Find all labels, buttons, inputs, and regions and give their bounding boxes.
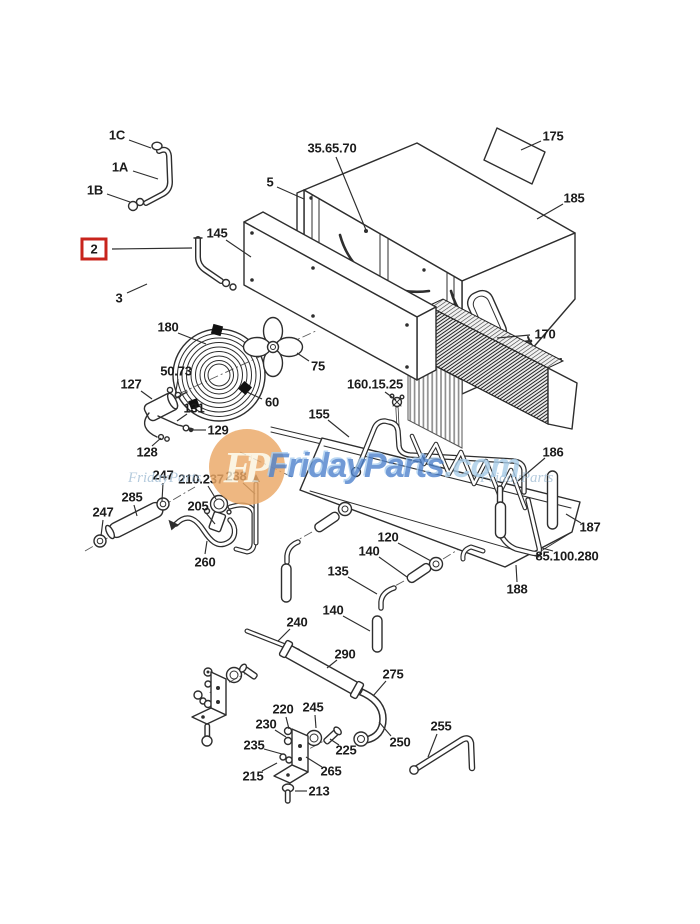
u-tube-and-header [350,418,527,495]
tube-network [280,501,486,653]
top-plate-175 [483,127,546,185]
fan-shroud [172,323,266,422]
leader-lines [100,139,582,792]
fan-motor [143,386,194,442]
pipe-part-2 [193,236,237,291]
tube-255 [409,735,476,775]
center-lines [84,329,460,757]
coil-tube-zigzag-186 [409,433,559,557]
muffler-tube-assembly [244,628,387,747]
front-panel-145 [243,211,437,381]
receiver-drier-assembly [93,497,170,548]
condenser-coil-block [407,298,578,449]
bracket-assembly-right [273,726,342,804]
bracket-assembly-left [191,663,258,747]
fan-blade [242,316,304,378]
pipe-assembly-1 [127,141,173,212]
tube-260 [168,515,238,548]
